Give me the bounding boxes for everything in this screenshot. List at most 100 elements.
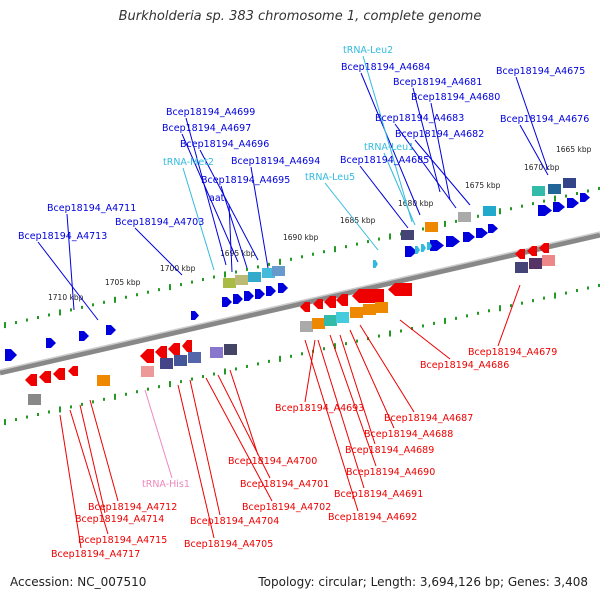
top-gene-block: [248, 272, 261, 282]
tick-mark: [543, 199, 545, 203]
tick-mark: [125, 392, 127, 396]
tick-mark: [345, 342, 347, 346]
bottom-strand-gene: [336, 294, 348, 306]
tick-mark: [301, 352, 303, 356]
tick-mark: [510, 207, 512, 211]
top-gene-label: Bcep18194_A4680: [411, 92, 500, 103]
label-leader-line: [394, 123, 457, 209]
tick-mark: [334, 246, 336, 253]
label-leader-line: [181, 133, 239, 263]
bottom-strand-gene: [515, 249, 525, 259]
top-strand-gene: [567, 198, 579, 208]
bottom-gene-block: [160, 358, 173, 369]
tick-mark: [290, 354, 292, 358]
bottom-gene-block: [375, 302, 388, 313]
label-leader-line: [304, 339, 359, 512]
label-leader-line: [250, 166, 269, 269]
genome-stats-text: Topology: circular; Length: 3,694,126 bp…: [258, 575, 588, 589]
top-gene-label: Bcep18194_A4694: [231, 156, 320, 167]
kbp-marker-label: 1710 kbp: [48, 293, 84, 302]
bottom-gene-block: [28, 394, 41, 405]
label-leader-line: [359, 165, 409, 229]
kbp-marker-label: 1700 kbp: [160, 264, 196, 273]
tick-mark: [246, 364, 248, 368]
top-gene-label: Bcep18194_A4681: [393, 77, 482, 88]
top-strand-gene: [430, 240, 444, 251]
tick-mark: [70, 308, 72, 312]
bottom-gene-label: Bcep18194_A4705: [184, 539, 273, 550]
label-leader-line: [324, 182, 379, 251]
tick-mark: [15, 321, 17, 325]
accession-text: Accession: NC_007510: [10, 575, 147, 589]
top-strand-gene: [488, 224, 498, 233]
bottom-gene-label: Bcep18194_A4717: [51, 549, 140, 560]
tick-mark: [565, 194, 567, 198]
tick-mark: [598, 283, 600, 287]
bottom-strand-gene: [155, 346, 167, 358]
bottom-gene-label: Bcep18194_A4692: [328, 512, 417, 523]
tick-mark: [378, 237, 380, 241]
top-strand-gene: [233, 294, 243, 304]
tick-mark: [213, 275, 215, 279]
tick-mark: [389, 330, 391, 337]
tick-mark: [202, 278, 204, 282]
top-strand-gene: [79, 331, 89, 341]
tick-mark: [224, 368, 226, 375]
bottom-gene-label: Bcep18194_A4689: [345, 445, 434, 456]
label-leader-line: [359, 324, 415, 413]
top-gene-block: [532, 186, 545, 196]
tick-mark: [81, 305, 83, 309]
tick-mark: [59, 406, 61, 413]
label-leader-line: [182, 167, 215, 271]
top-strand-gene: [476, 228, 488, 238]
tick-mark: [554, 292, 556, 299]
bottom-gene-label: Bcep18194_A4714: [75, 514, 164, 525]
tick-mark: [147, 290, 149, 294]
bottom-strand-gene: [313, 299, 323, 309]
top-strand-gene: [191, 311, 199, 320]
trna-gene: [427, 242, 432, 250]
tick-mark: [543, 296, 545, 300]
tick-mark: [235, 367, 237, 371]
top-strand-gene: [106, 325, 116, 335]
kbp-marker-label: 1705 kbp: [105, 278, 141, 287]
label-leader-line: [304, 339, 316, 403]
tick-mark: [466, 314, 468, 318]
label-leader-line: [144, 389, 173, 479]
bottom-strand-gene: [324, 296, 336, 308]
label-leader-line: [399, 319, 451, 360]
bottom-gene-label: Bcep18194_A4691: [334, 489, 423, 500]
tick-mark: [323, 250, 325, 254]
top-strand-gene: [538, 205, 552, 216]
tick-mark: [587, 189, 589, 193]
tick-mark: [532, 299, 534, 303]
tick-mark: [268, 359, 270, 363]
top-strand-gene: [405, 246, 417, 257]
tick-mark: [323, 347, 325, 351]
tick-mark: [378, 334, 380, 338]
bottom-gene-block: [224, 344, 237, 355]
top-strand-gene: [266, 286, 276, 296]
tick-mark: [312, 252, 314, 256]
bottom-gene-block: [188, 352, 201, 363]
tick-mark: [422, 227, 424, 231]
bottom-strand-gene: [53, 368, 65, 380]
label-leader-line: [414, 139, 471, 206]
label-leader-line: [412, 87, 441, 193]
label-leader-line: [134, 227, 183, 276]
tick-mark: [257, 362, 259, 366]
bottom-gene-label: Bcep18194_A4715: [78, 535, 167, 546]
tick-mark: [532, 202, 534, 206]
tick-mark: [279, 258, 281, 265]
top-gene-block: [272, 266, 285, 276]
tick-mark: [114, 296, 116, 303]
top-strand-gene: [46, 338, 56, 348]
bottom-gene-block: [300, 321, 313, 332]
tick-mark: [400, 329, 402, 333]
top-gene-label: aat: [209, 193, 225, 204]
bottom-gene-label: Bcep18194_A4712: [88, 502, 177, 513]
label-leader-line: [329, 334, 377, 467]
trna-gene: [415, 246, 420, 254]
page-title: Burkholderia sp. 383 chromosome 1, compl…: [118, 9, 482, 24]
label-leader-line: [37, 241, 99, 321]
